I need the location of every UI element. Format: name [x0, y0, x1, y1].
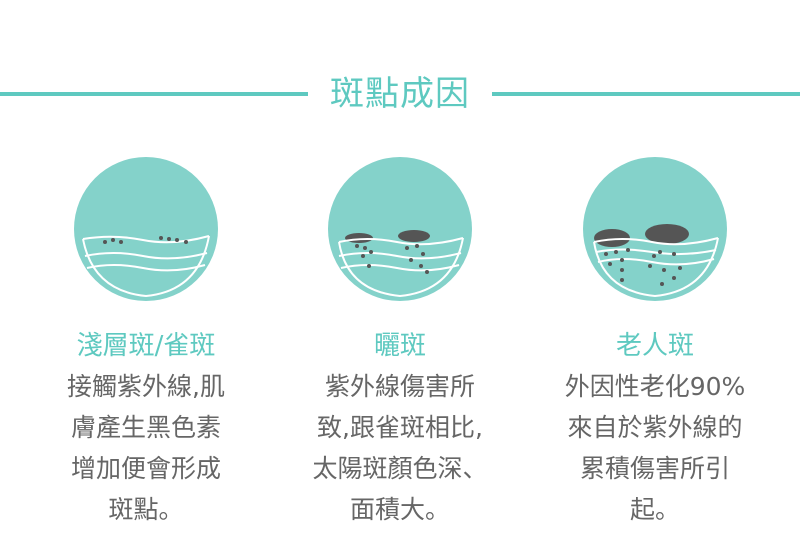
cause-column-age-spots: 老人斑 外因性老化90% 來自於紫外線的 累積傷害所引 起。	[525, 156, 785, 530]
title-divider-right	[492, 92, 800, 96]
description-line: 累積傷害所引	[579, 454, 730, 483]
description-line: 紫外線傷害所	[324, 372, 475, 401]
description-line: 來自於紫外線的	[567, 413, 743, 442]
age-spots-skin-icon	[583, 157, 727, 301]
cause-title: 老人斑	[615, 331, 694, 361]
description-line: 外因性老化90%	[564, 372, 746, 401]
description-line: 面積大。	[349, 495, 450, 524]
cause-title: 曬斑	[373, 331, 426, 361]
description-line: 膚產生黑色素	[70, 413, 221, 442]
description-line: 起。	[629, 495, 680, 524]
cause-description: 紫外線傷害所 致,跟雀斑相比, 太陽斑顏色深、 面積大。	[270, 366, 530, 530]
description-line: 斑點。	[108, 495, 184, 524]
cause-description: 外因性老化90% 來自於紫外線的 累積傷害所引 起。	[525, 366, 785, 530]
cause-column-sunspots: 曬斑 紫外線傷害所 致,跟雀斑相比, 太陽斑顏色深、 面積大。	[270, 156, 530, 530]
description-line: 太陽斑顏色深、	[312, 454, 488, 483]
cause-column-freckles: 淺層斑/雀斑 接觸紫外線,肌 膚產生黑色素 增加便會形成 斑點。	[16, 156, 276, 530]
description-line: 致,跟雀斑相比,	[317, 413, 483, 442]
description-line: 接觸紫外線,肌	[67, 372, 225, 401]
shallow-spots-skin-icon	[74, 157, 218, 301]
description-line: 增加便會形成	[70, 454, 221, 483]
cause-description: 接觸紫外線,肌 膚產生黑色素 增加便會形成 斑點。	[16, 366, 276, 530]
page-title: 斑點成因	[330, 74, 470, 114]
sun-spots-skin-icon	[328, 157, 472, 301]
title-divider-left	[0, 92, 308, 96]
cause-title: 淺層斑/雀斑	[76, 331, 216, 361]
